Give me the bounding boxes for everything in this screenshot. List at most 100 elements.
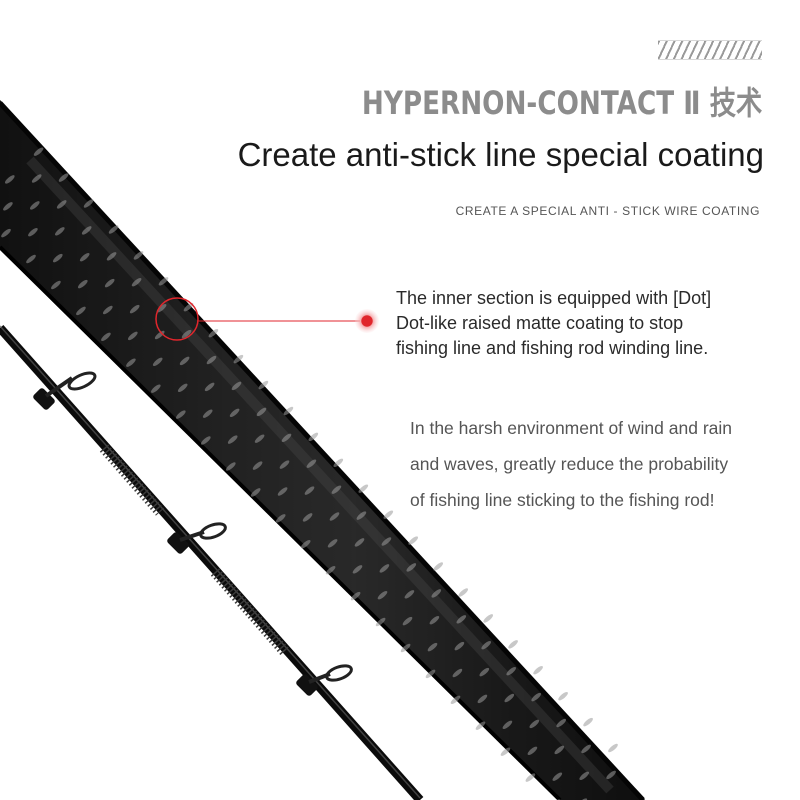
texture-dot [304,486,315,495]
texture-dot [33,147,44,156]
texture-dot [77,279,88,289]
texture-dot [331,485,342,494]
callout-text: The inner section is equipped with [Dot]… [396,286,776,361]
texture-dot [527,746,538,756]
texture-dot [101,332,111,342]
texture-dot [281,433,292,443]
texture-dot [329,512,340,521]
texture-dot [354,538,365,547]
callout-dot-icon [355,309,379,333]
texture-dot [177,383,188,393]
texture-dot [458,588,469,597]
texture-dot [454,641,465,651]
texture-dot [83,199,94,208]
texture-dot [79,252,90,262]
raised-dot-texture [1,147,618,800]
texture-dot [52,253,63,263]
texture-dot [506,666,517,676]
texture-dot [1,228,11,238]
texture-dot [26,254,36,264]
texture-dot [3,202,13,211]
texture-dot [402,616,413,626]
texture-dot [383,510,394,519]
texture-dot [452,668,463,678]
texture-dot [150,384,161,393]
texture-dot [225,462,236,471]
texture-dot [29,201,40,210]
texture-dot [106,252,117,261]
texture-dot [131,277,142,287]
callout-line: Dot-like raised matte coating to stop [396,313,684,333]
callout-pointer [155,297,379,341]
texture-dot [377,590,388,600]
texture-dot [529,719,540,729]
texture-dot [525,773,536,782]
line-guide [296,664,353,696]
texture-dot [208,328,219,338]
texture-dot [327,539,338,548]
texture-dot [475,721,486,730]
texture-dot [583,717,593,727]
texture-dot [133,251,144,260]
texture-dot [375,617,386,627]
texture-dot [54,227,65,236]
texture-dot [356,511,367,520]
texture-dot [379,564,390,573]
texture-dot [51,280,61,290]
texture-dot [31,174,42,183]
texture-dot [233,354,244,364]
texture-dot [183,302,194,312]
texture-dot [129,304,140,314]
texture-dot [350,591,361,601]
description-line: of fishing line sticking to the fishing … [410,490,715,510]
texture-dot [158,277,169,286]
texture-dot [102,305,113,315]
brand-title: HYPERNON-CONTACT Ⅱ 技术 [361,84,762,122]
texture-dot [104,278,115,288]
texture-dot [558,691,568,701]
texture-dot [606,770,616,780]
texture-dot [381,537,392,546]
texture-dot [306,459,317,468]
texture-dot [76,306,86,316]
texture-dot [204,382,215,392]
description-line: and waves, greatly reduce the probabilit… [410,454,729,474]
page-subtitle: CREATE A SPECIAL ANTI - STICK WIRE COATI… [455,204,760,218]
texture-dot [108,225,119,234]
description-line: In the harsh environment of wind and rai… [410,418,732,438]
texture-dot [456,615,467,624]
texture-dot [450,695,461,705]
texture-dot [404,590,415,599]
texture-dot [81,226,92,235]
texture-dot [481,640,492,650]
texture-dot [175,410,186,419]
texture-dot [352,565,363,574]
texture-dot [181,329,192,339]
texture-dot [126,358,136,367]
texture-dot [554,745,565,755]
texture-dot [477,694,488,704]
texture-dot [308,432,319,442]
texture-dot [277,487,288,496]
texture-dot [479,667,490,677]
texture-dot [431,589,442,598]
texture-dot [127,331,138,341]
texture-dot [152,357,163,367]
texture-dot [283,406,294,416]
texture-dot [202,409,213,418]
texture-dot [500,747,511,756]
texture-dot [256,407,267,417]
texture-dot [552,772,563,781]
texture-dot [254,434,265,443]
texture-dot [425,669,436,679]
texture-dot [200,436,211,445]
texture-dot [581,744,591,754]
texture-dot [531,692,542,702]
callout-line: fishing line and fishing rod winding lin… [396,338,709,358]
texture-dot [279,460,290,469]
texture-dot [258,380,269,390]
texture-dot [275,514,286,523]
texture-dot [302,513,313,522]
